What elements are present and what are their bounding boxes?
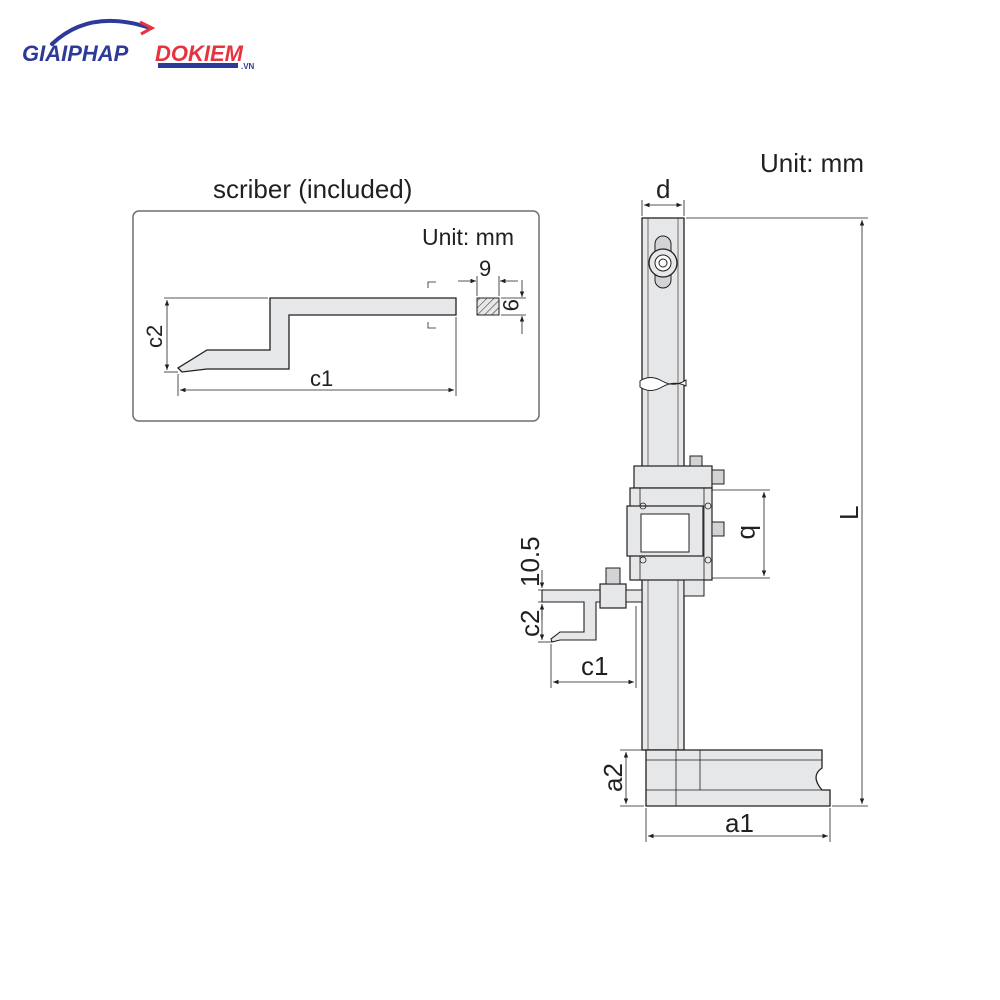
vernier-window bbox=[640, 513, 690, 553]
scriber-title: scriber (included) bbox=[213, 174, 412, 204]
d-label: d bbox=[656, 174, 670, 204]
a1-label: a1 bbox=[725, 808, 754, 838]
slider-lock-screw-icon bbox=[711, 521, 725, 537]
logo-suffix: .VN bbox=[241, 62, 255, 71]
logo-text-part2: DOKIEM bbox=[155, 41, 244, 66]
scriber-clamp-screw-icon bbox=[605, 567, 621, 585]
b-label: b bbox=[735, 525, 765, 539]
gauge-base bbox=[645, 749, 831, 807]
height-gauge bbox=[541, 217, 831, 807]
scriber-body bbox=[176, 297, 457, 373]
scriber-c1-label: c1 bbox=[310, 366, 333, 391]
gauge-scriber bbox=[541, 589, 601, 643]
fine-adjust-screw-icon bbox=[689, 455, 703, 467]
scriber-c2-label: c2 bbox=[142, 325, 167, 348]
section-cut-marks bbox=[427, 281, 436, 329]
unit-label: Unit: mm bbox=[760, 148, 864, 178]
logo-ruler-icon bbox=[158, 63, 238, 68]
gauge-c1-label: c1 bbox=[581, 651, 608, 681]
section-height-label: 9 bbox=[498, 299, 523, 311]
a2-label: a2 bbox=[598, 763, 628, 792]
scriber-cross-section bbox=[476, 297, 500, 316]
scriber-holder bbox=[599, 583, 627, 609]
offset-label: 10.5 bbox=[515, 536, 545, 587]
scriber-unit-label: Unit: mm bbox=[422, 224, 514, 250]
beam-break-mark bbox=[639, 377, 687, 391]
logo-swoosh-icon bbox=[50, 18, 152, 46]
brand-logo: GIAIPHAP DOKIEM .VN bbox=[22, 18, 255, 71]
logo-text-part1: GIAIPHAP bbox=[22, 41, 129, 66]
gauge-c2-label: c2 bbox=[515, 610, 545, 637]
section-width-label: 9 bbox=[479, 256, 491, 281]
L-label: L bbox=[834, 506, 864, 520]
